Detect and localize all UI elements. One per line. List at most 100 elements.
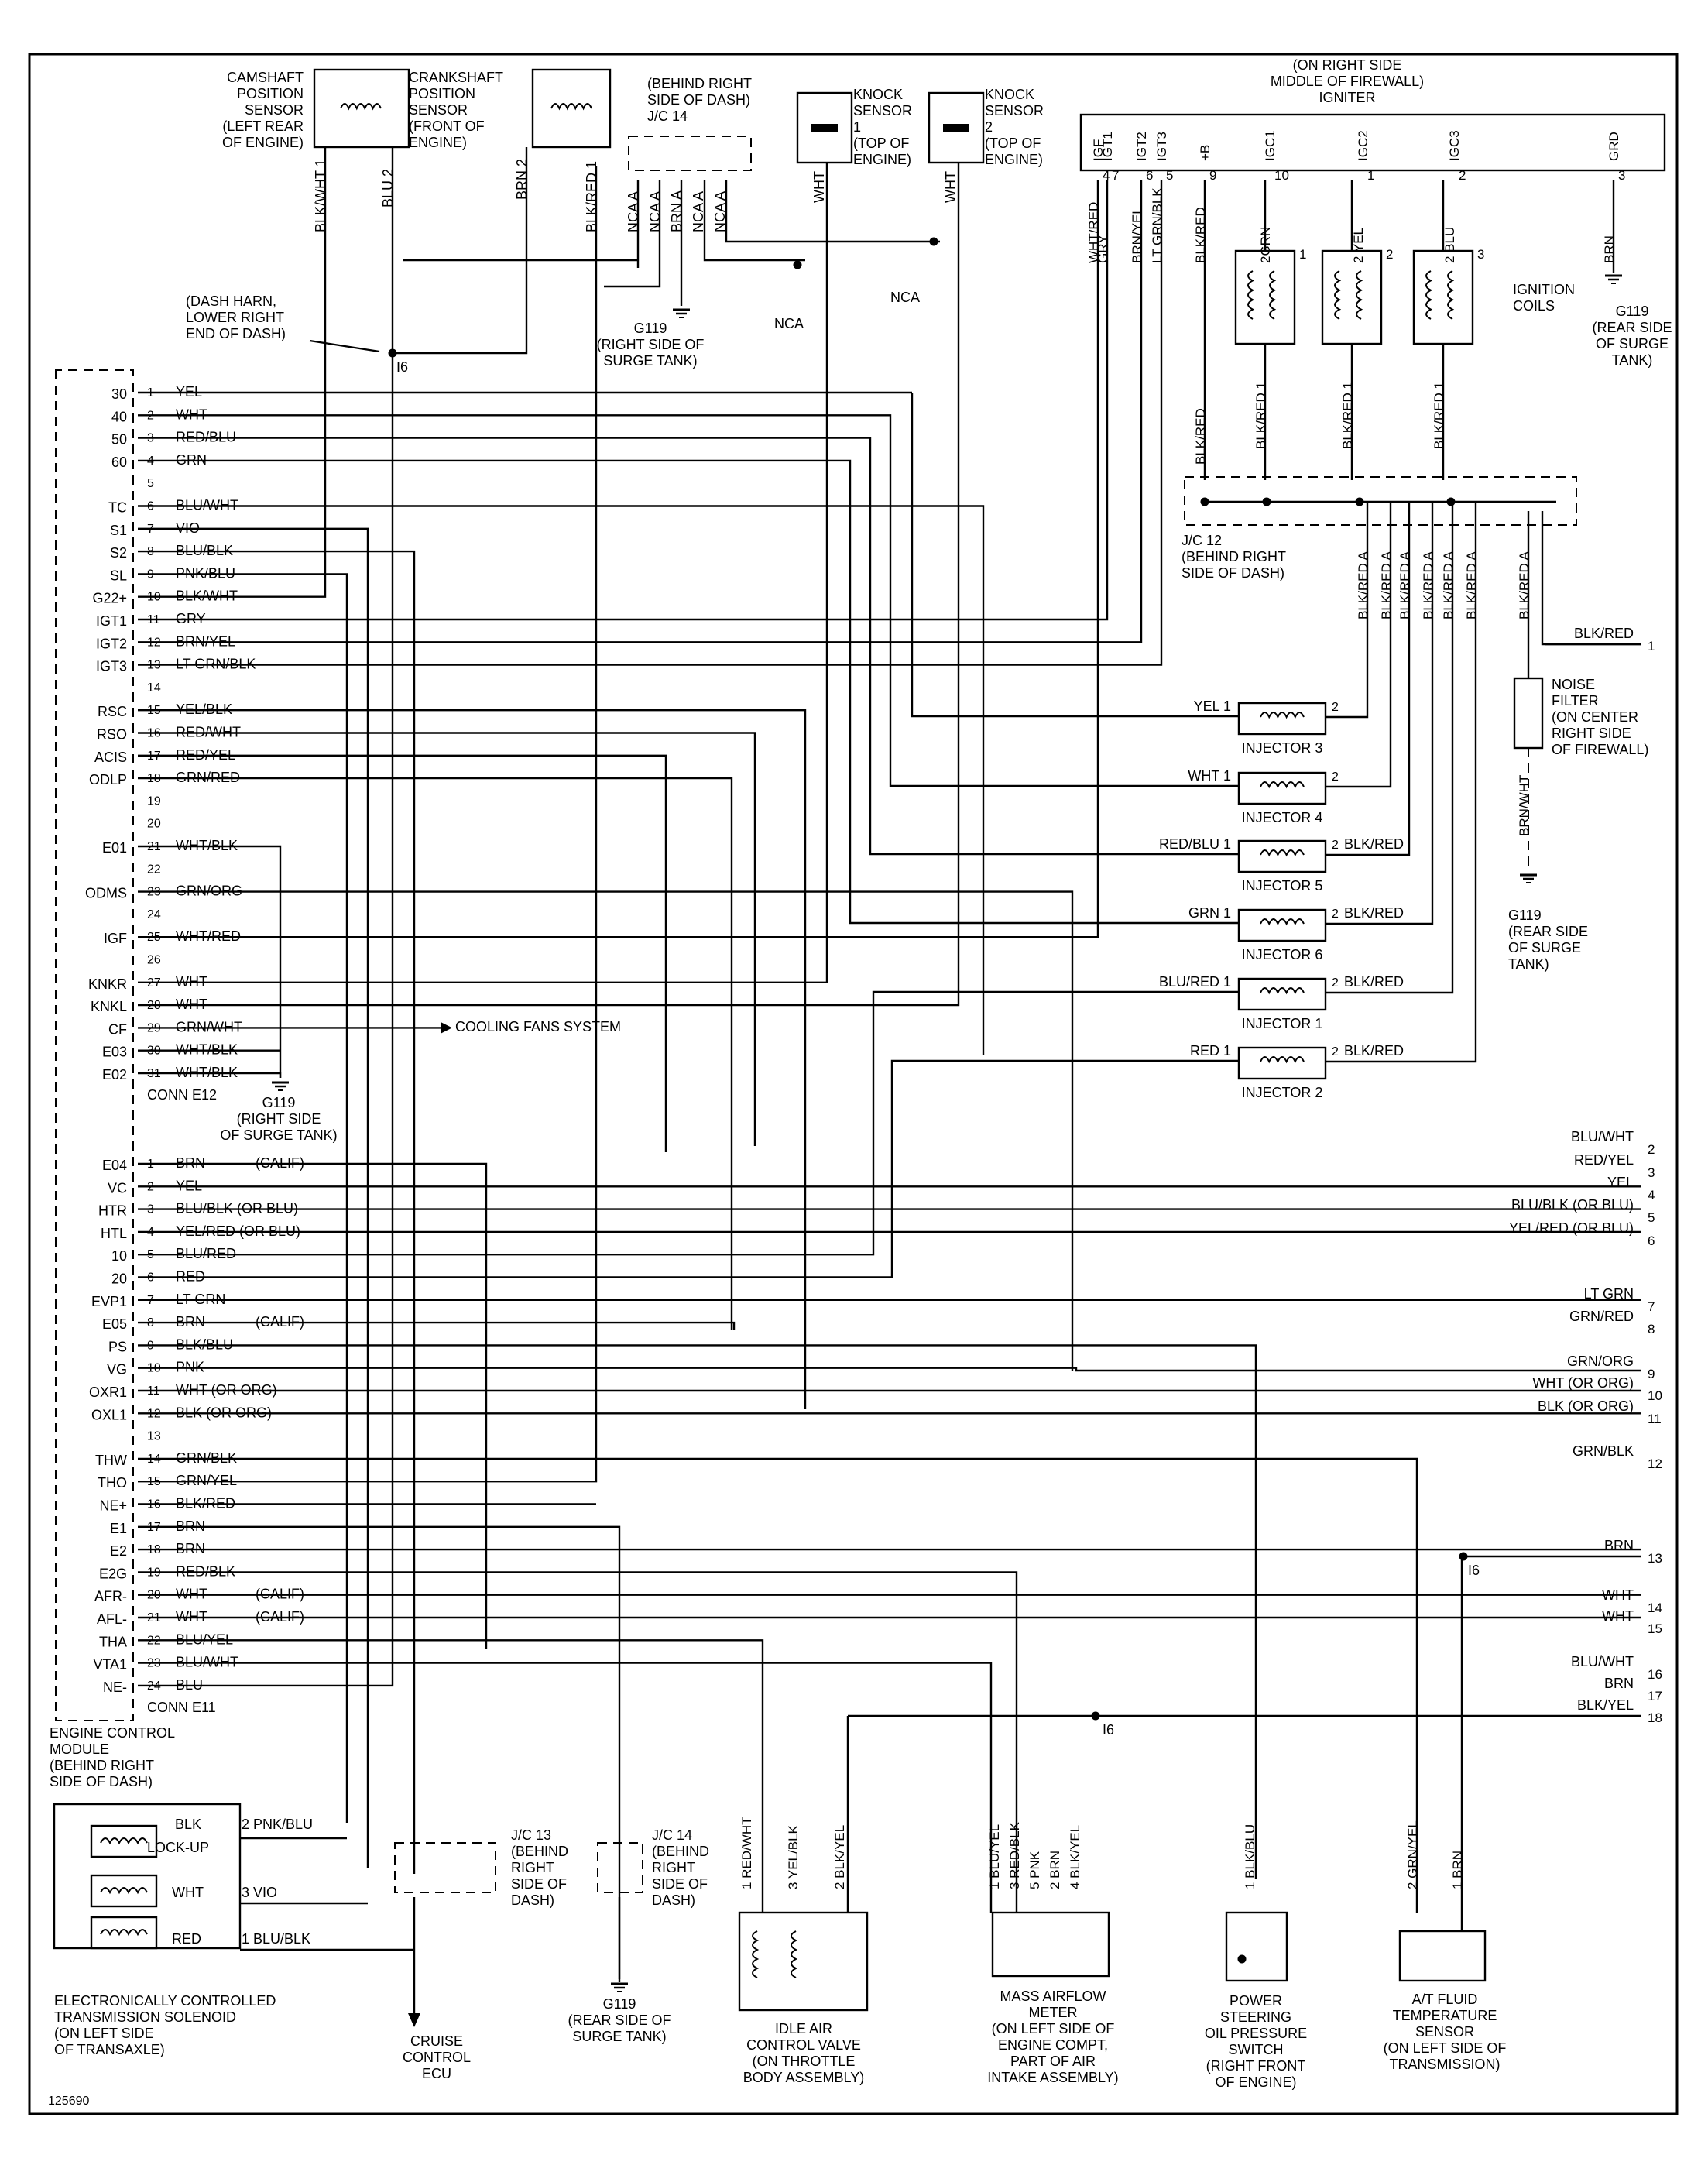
wire	[138, 1662, 993, 1913]
off-page-number: 14	[1648, 1601, 1662, 1615]
crankshaft-sensor-box	[531, 68, 612, 149]
wire-label: 1 BLU/YEL	[987, 1824, 1002, 1889]
wire	[1326, 627, 1477, 1063]
conn-e11-label: CONN E11	[147, 1700, 216, 1715]
off-page-number: 1	[1648, 639, 1655, 654]
igniter-wire-color: LT GRN/BLK	[1150, 187, 1164, 263]
ecm-wire-color: GRN/RED	[176, 770, 240, 785]
igniter-label: (ON RIGHT SIDE	[1293, 57, 1402, 73]
coil-number: 3	[1477, 247, 1484, 262]
jc13-label: RIGHT	[511, 1860, 554, 1875]
injector-input-wire: WHT 1	[1188, 768, 1231, 784]
g119-rear-label: OF SURGE	[1508, 940, 1581, 956]
igniter-wire-color: 2 YEL	[1351, 228, 1366, 263]
right-wire-color: BLK/YEL	[1577, 1697, 1634, 1713]
knock1-label: ENGINE)	[853, 152, 911, 167]
ecm-wire-color: PNK	[176, 1360, 204, 1375]
injector-label: INJECTOR 1	[1242, 1016, 1323, 1031]
ecm-pin-number: 25	[147, 931, 161, 944]
splice-dot-i6	[1091, 1711, 1100, 1721]
injector-box	[1237, 839, 1327, 873]
coil-icon	[100, 1837, 148, 1845]
ecm-pin-number: 7	[147, 1294, 154, 1307]
wire	[138, 1321, 736, 1330]
ecm-pin-number: 7	[147, 523, 154, 536]
ecm-wire-color: YEL/RED (OR BLU)	[176, 1223, 300, 1239]
ecm-terminal-label: E04	[102, 1158, 127, 1173]
g119-rear-label: TANK)	[1612, 352, 1653, 368]
ecm-pin-number: 24	[147, 908, 161, 921]
iac-label: BODY ASSEMBLY)	[743, 2070, 864, 2085]
g119-ecm-label: (RIGHT SIDE	[237, 1111, 321, 1127]
ps-switch-label: OIL PRESSURE	[1205, 2026, 1307, 2041]
wire-label: 3 RED/BLK	[1007, 1821, 1022, 1889]
jc14-pin-label: NCA A	[691, 191, 706, 232]
right-wire-color: WHT	[1602, 1608, 1634, 1624]
ecm-pin-number: 12	[147, 1407, 161, 1420]
right-wire-color: BRN	[1604, 1676, 1634, 1691]
off-page-number: 13	[1648, 1551, 1662, 1566]
jc14-bottom-label: DASH)	[652, 1892, 695, 1908]
wire-label: BLK/RED 1	[1340, 382, 1355, 449]
g119-rear-label: G119	[1508, 908, 1542, 923]
igniter-pin-num: 3	[1618, 168, 1625, 183]
ecm-terminal-label: AFL-	[97, 1611, 127, 1627]
ecm-wire-color: BLK (OR ORG)	[176, 1405, 272, 1420]
maf-label: INTAKE ASSEMBLY)	[987, 2070, 1118, 2085]
coil-icon	[1334, 270, 1342, 320]
noise-filter-label: NOISE	[1552, 677, 1595, 692]
igniter-wire-color: GRY	[1096, 235, 1110, 263]
camshaft-sensor-label: (LEFT REAR	[222, 118, 304, 134]
jc12-label: SIDE OF DASH)	[1182, 565, 1284, 581]
ecm-terminal-label: 60	[111, 455, 127, 470]
wire	[138, 1367, 1641, 1372]
jc14-top-box	[628, 136, 752, 171]
ecm-wire-color: BRN	[176, 1541, 205, 1556]
ecm-terminal-label: IGT3	[96, 659, 127, 674]
ecm-pin-number: 19	[147, 794, 161, 808]
coil-number: 1	[1299, 247, 1306, 262]
off-page-number: 8	[1648, 1322, 1655, 1336]
dash-harn-label: (DASH HARN,	[186, 293, 276, 309]
ecm-terminal-label: NE+	[99, 1498, 127, 1514]
atf-sensor-box	[1398, 1930, 1487, 1982]
wire-label: 1 BRN	[1450, 1851, 1465, 1889]
knock2-label: SENSOR	[985, 103, 1044, 118]
ecm-terminal-label: VC	[108, 1180, 127, 1196]
ecm-pin-number: 28	[147, 999, 161, 1012]
wire	[911, 393, 1239, 718]
g119-label: G119	[634, 321, 667, 336]
ecm-pin-number: 22	[147, 863, 161, 876]
iac-box	[738, 1911, 869, 2012]
knock1-label: KNOCK	[853, 87, 903, 102]
knock-icon	[943, 124, 969, 132]
ecm-pin-number: 19	[147, 1566, 161, 1579]
igniter-pin-num: 2	[1459, 168, 1466, 183]
ps-switch-label: OF ENGINE)	[1215, 2074, 1296, 2090]
ignition-coils-label: IGNITION	[1513, 282, 1575, 297]
wire	[138, 96, 327, 598]
coil-icon	[100, 1887, 148, 1895]
jc14-pin-label: BRN A	[669, 190, 684, 232]
off-page-number: 12	[1648, 1456, 1662, 1471]
jc13-box	[394, 1842, 496, 1893]
ecm-pin-number: 10	[147, 591, 161, 604]
ecm-terminal-label: RSO	[97, 727, 127, 743]
ecm-wire-color: RED/BLK	[176, 1563, 235, 1579]
ecm-terminal-label: E03	[102, 1045, 127, 1060]
ignition-coil-box	[1234, 249, 1296, 345]
splice-dot-i6	[388, 348, 397, 358]
ecm-wire-color: WHT	[176, 974, 207, 990]
ecm-wire-color: BLK/BLU	[176, 1336, 233, 1352]
knock2-label: (TOP OF	[985, 136, 1041, 151]
wire	[1326, 627, 1434, 925]
wire	[138, 414, 1239, 787]
right-wire-color: WHT	[1602, 1587, 1634, 1603]
ecm-pin-number: 14	[147, 681, 161, 695]
wire-label: BLK/WHT 1	[313, 159, 328, 232]
ecm-pin-number: 1	[147, 386, 154, 400]
crankshaft-sensor-label: (FRONT OF	[409, 118, 485, 134]
wire	[138, 1639, 764, 1913]
ecm-terminal-label: RSC	[98, 704, 127, 719]
coil-icon	[1260, 712, 1305, 719]
